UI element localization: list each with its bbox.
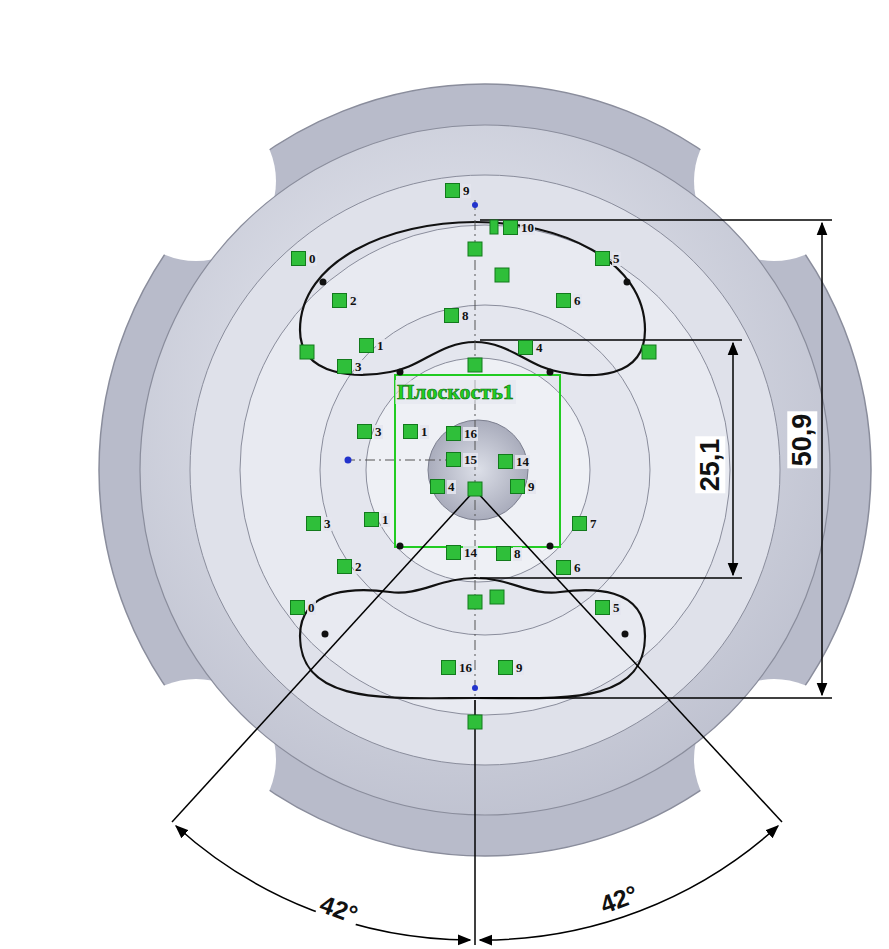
label-wrap: 3 <box>306 516 332 531</box>
relation-icon <box>441 660 456 675</box>
relation-icon <box>498 454 513 469</box>
label-wrap: 16 <box>446 426 478 441</box>
label-wrap: 42° <box>314 889 363 930</box>
label-wrap: 5 <box>595 600 621 615</box>
relation-number: 15 <box>463 453 478 467</box>
relation-number: 16 <box>463 427 478 441</box>
relation-number: 1 <box>381 513 390 527</box>
relation-icon <box>510 479 525 494</box>
label-wrap: 50,9 <box>787 412 817 469</box>
relation-number: 6 <box>573 561 582 575</box>
label-wrap: 2 <box>337 559 363 574</box>
dimension-value: 25,1 <box>695 437 725 494</box>
label-wrap: 8 <box>444 308 470 323</box>
plane-name: Плоскость1 <box>395 380 516 404</box>
label-wrap: 8 <box>496 546 522 561</box>
relation-icon <box>496 546 511 561</box>
relation-icon <box>503 220 518 235</box>
relation-icon <box>337 559 352 574</box>
label-wrap: 6 <box>556 293 582 308</box>
relation-number: 9 <box>462 184 471 198</box>
relation-icon <box>337 359 352 374</box>
label-wrap: 42° <box>594 879 643 920</box>
label-wrap: 16 <box>441 660 473 675</box>
relation-icon <box>445 183 460 198</box>
relation-icon <box>498 660 513 675</box>
relation-icon <box>357 424 372 439</box>
label-wrap: 6 <box>556 560 582 575</box>
relation-number: 14 <box>515 455 530 469</box>
label-wrap: 14 <box>498 454 530 469</box>
label-wrap: 9 <box>445 183 471 198</box>
relation-number: 0 <box>307 601 316 615</box>
dimension-value: 50,9 <box>787 412 817 469</box>
dimension-value: 42° <box>314 889 363 930</box>
relation-icon <box>595 600 610 615</box>
label-wrap: 1 <box>403 424 429 439</box>
relation-icon <box>444 308 459 323</box>
label-wrap: 14 <box>446 545 478 560</box>
dimension-value: 42° <box>594 879 643 920</box>
label-wrap: 9 <box>498 660 524 675</box>
relation-icon <box>306 516 321 531</box>
relation-number: 2 <box>354 560 363 574</box>
label-wrap: 4 <box>518 340 544 355</box>
relation-icon <box>430 479 445 494</box>
label-wrap: 0 <box>291 251 317 266</box>
relation-number: 7 <box>589 517 598 531</box>
relation-icon <box>446 545 461 560</box>
relation-number: 1 <box>376 339 385 353</box>
relation-number: 9 <box>515 661 524 675</box>
relation-icon <box>332 293 347 308</box>
relation-icon <box>403 424 418 439</box>
label-wrap: 7 <box>572 516 598 531</box>
relation-number: 0 <box>308 252 317 266</box>
label-wrap: 1 <box>359 338 385 353</box>
relation-number: 3 <box>354 360 363 374</box>
label-wrap: Плоскость1 <box>395 380 516 404</box>
label-wrap: 3 <box>357 424 383 439</box>
relation-icon <box>359 338 374 353</box>
relation-number: 3 <box>374 425 383 439</box>
label-wrap: 9 <box>510 479 536 494</box>
label-wrap: 25,1 <box>695 437 725 494</box>
relation-icon <box>290 600 305 615</box>
relation-icon <box>446 452 461 467</box>
label-wrap: 3 <box>337 359 363 374</box>
relation-number: 8 <box>461 309 470 323</box>
relation-icon <box>556 560 571 575</box>
label-wrap: 2 <box>332 293 358 308</box>
relation-icon <box>595 251 610 266</box>
relation-icon <box>518 340 533 355</box>
relation-number: 16 <box>458 661 473 675</box>
relation-number: 5 <box>612 252 621 266</box>
relation-icon <box>556 293 571 308</box>
relation-number: 9 <box>527 480 536 494</box>
relation-number: 14 <box>463 546 478 560</box>
label-wrap: 1 <box>364 512 390 527</box>
relation-number: 6 <box>573 294 582 308</box>
relation-icon <box>291 251 306 266</box>
relation-number: 8 <box>513 547 522 561</box>
relation-icon <box>572 516 587 531</box>
relation-number: 1 <box>420 425 429 439</box>
label-wrap: 10 <box>503 220 535 235</box>
relation-number: 4 <box>535 341 544 355</box>
relation-number: 3 <box>323 517 332 531</box>
relation-number: 2 <box>349 294 358 308</box>
label-wrap: 5 <box>595 251 621 266</box>
label-wrap: 0 <box>290 600 316 615</box>
relation-icon <box>446 426 461 441</box>
label-wrap: 15 <box>446 452 478 467</box>
relation-number: 4 <box>447 480 456 494</box>
relation-number: 10 <box>520 221 535 235</box>
relation-number: 5 <box>612 601 621 615</box>
label-wrap: 4 <box>430 479 456 494</box>
relation-icon <box>364 512 379 527</box>
